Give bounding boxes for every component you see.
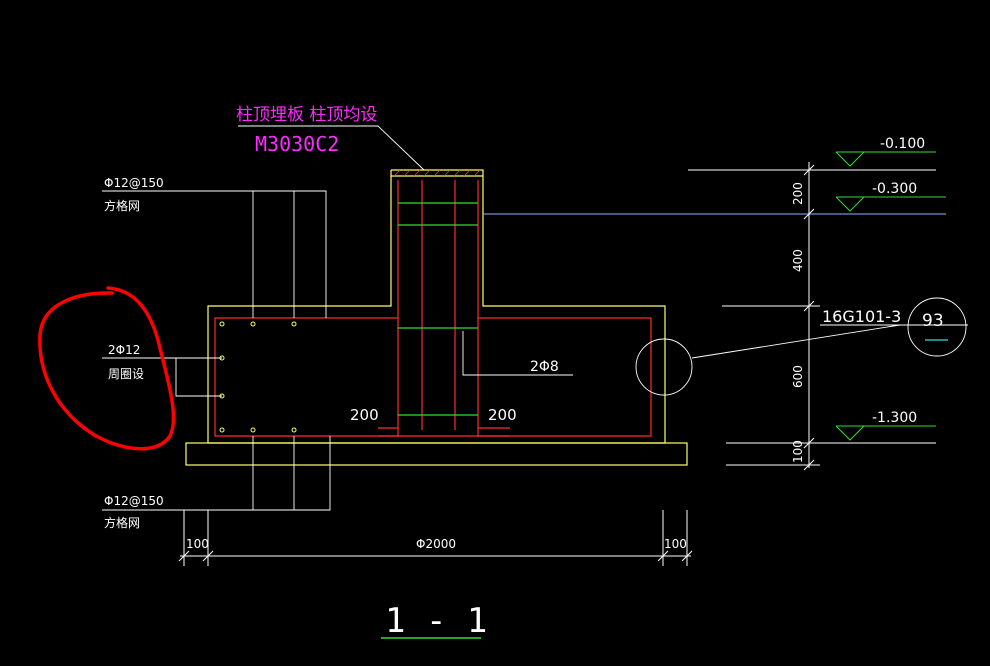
hdim-left: 100 [186, 537, 209, 551]
cushion-layer [185, 442, 688, 466]
hdim-diameter: Φ2000 [416, 537, 456, 551]
detail-index-circle [907, 297, 967, 357]
ring-bar-spec: 2Φ12 [108, 343, 140, 357]
ring-bar-dots [219, 321, 297, 433]
vdim-label-1: 200 [791, 182, 805, 205]
bottom-mesh-name: 方格网 [104, 515, 140, 530]
embed-plate-note: 柱顶埋板 柱顶均设 [236, 105, 377, 125]
footing-rebar-outline [214, 317, 652, 437]
freehand-highlight-circle [38, 286, 176, 451]
rebar-cage [214, 180, 652, 437]
footing-profile [207, 169, 666, 444]
offset-right-label: 200 [488, 406, 517, 424]
detail-reference: 16G101-3 [822, 307, 901, 326]
elevation-label-2: -0.300 [872, 181, 917, 197]
vertical-dim-line [803, 162, 815, 471]
column-bar-hook-left [378, 430, 399, 437]
hdim-right: 100 [664, 537, 687, 551]
detail-page: 93 [922, 311, 944, 331]
offset-left-label: 200 [350, 406, 379, 424]
bottom-mesh-spec: Φ12@150 [104, 494, 164, 508]
leaders [102, 125, 968, 511]
vdim-label-2: 400 [791, 249, 805, 272]
foundation-outline [185, 169, 688, 466]
column-bars-label: 2Φ8 [530, 359, 559, 375]
vdim-label-4: 100 [791, 440, 805, 463]
column-bar-hook-right [477, 430, 510, 437]
top-mesh-spec: Φ12@150 [104, 176, 164, 190]
embed-plate-hatch [393, 169, 481, 177]
ring-bar-name: 周圈设 [108, 367, 144, 381]
embed-plate-code: M3030C2 [255, 132, 339, 156]
stirrups [398, 202, 478, 416]
vdim-label-3: 600 [791, 365, 805, 388]
horizontal-dim-line [178, 510, 693, 566]
elevation-lines [483, 151, 946, 466]
elevation-label-1: -0.100 [880, 136, 925, 152]
detail-callout-circle [635, 338, 693, 396]
section-title: 1 - 1 [385, 601, 487, 641]
top-mesh-name: 方格网 [104, 198, 140, 213]
elevation-label-3: -1.300 [872, 410, 917, 426]
